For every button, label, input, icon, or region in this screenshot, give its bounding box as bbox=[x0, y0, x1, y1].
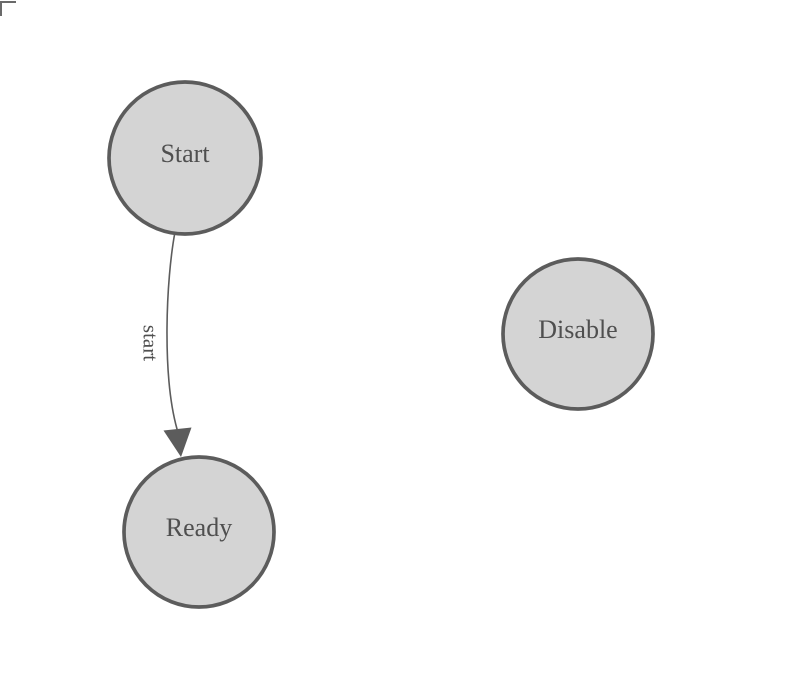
node-ready-circle[interactable] bbox=[122, 455, 276, 609]
node-ready[interactable]: Ready bbox=[122, 455, 276, 609]
edge-path[interactable] bbox=[166, 231, 178, 430]
node-start[interactable]: Start bbox=[107, 80, 263, 236]
transition-edge-start-to-ready[interactable]: start bbox=[139, 231, 192, 457]
node-disable-circle[interactable] bbox=[501, 257, 655, 411]
node-start-circle[interactable] bbox=[107, 80, 263, 236]
canvas-origin-corner-icon bbox=[0, 1, 16, 16]
edge-label-start: start bbox=[139, 325, 163, 361]
arrowhead-icon bbox=[163, 427, 192, 457]
node-disable[interactable]: Disable bbox=[501, 257, 655, 411]
